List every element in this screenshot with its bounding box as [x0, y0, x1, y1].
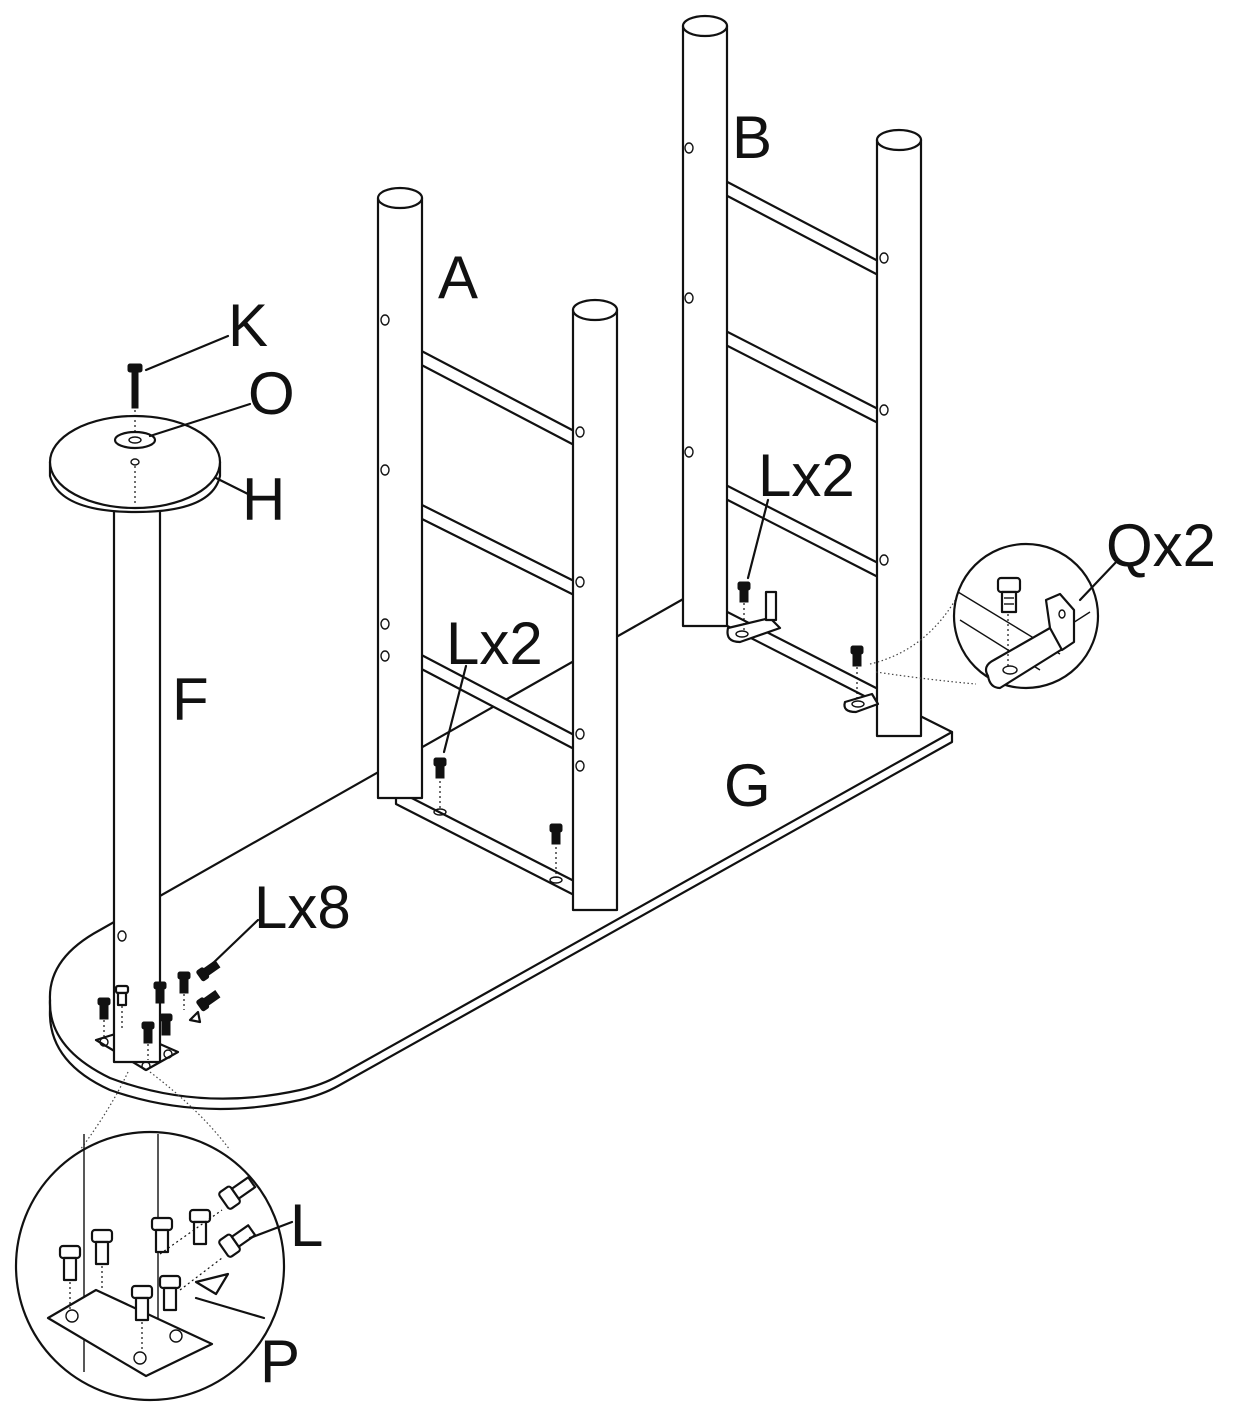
- label-k: K: [228, 292, 268, 359]
- label-l-x2-right: Lx2: [758, 442, 855, 509]
- label-a: A: [438, 244, 478, 311]
- ladder-a: [376, 186, 619, 912]
- screw-k: [127, 363, 143, 432]
- label-o: O: [248, 360, 295, 427]
- zoom-detail-base: [14, 1071, 294, 1402]
- disc-h: [48, 414, 222, 514]
- label-l: L: [290, 1192, 323, 1259]
- label-q-x2: Qx2: [1106, 512, 1216, 579]
- ladder-b: [681, 14, 923, 738]
- screws-l-base: [97, 959, 221, 1060]
- label-f: F: [172, 666, 209, 733]
- leader-lines: [144, 334, 770, 968]
- label-p: P: [260, 1328, 300, 1395]
- label-l-x8: Lx8: [254, 874, 351, 941]
- label-l-x2-left: Lx2: [446, 610, 543, 677]
- label-g: G: [724, 752, 771, 819]
- label-b: B: [732, 104, 772, 171]
- label-h: H: [242, 466, 285, 533]
- part-labels: A B K O H F G Lx2 Lx2 Qx2 Lx8 L P: [172, 104, 1216, 1395]
- zoom-detail-q: [869, 542, 1120, 690]
